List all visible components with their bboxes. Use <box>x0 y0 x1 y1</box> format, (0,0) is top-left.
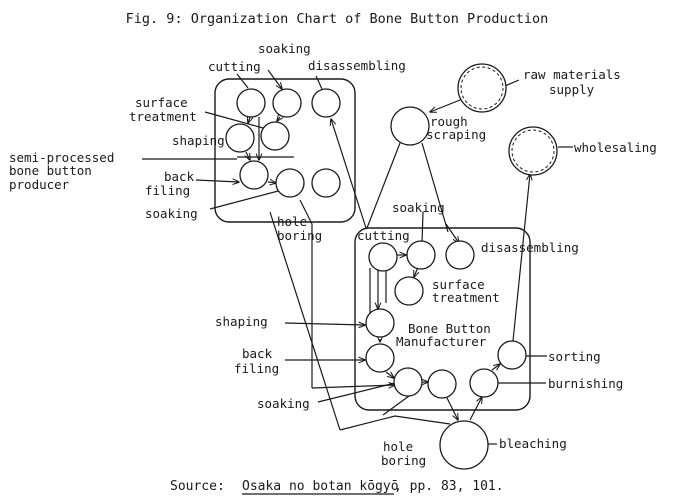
source-work: Osaka no botan kōgyō <box>242 479 399 494</box>
label-producer-boring: boring <box>277 228 322 243</box>
source-pages: , pp. 83, 101. <box>394 479 504 494</box>
node-producer-disassembling <box>311 88 341 118</box>
node-producer-back-filing <box>239 160 269 190</box>
label-raw-materials-2: supply <box>549 82 595 97</box>
label-mfr-shaping: shaping <box>215 314 268 329</box>
node-mfr-bleaching <box>439 420 489 470</box>
label-mfr-back: back <box>242 346 273 361</box>
label-producer-filing: filing <box>145 183 190 198</box>
node-producer-surface-treatment <box>260 121 290 151</box>
source-prefix: Source: <box>170 479 225 494</box>
node-mfr-back-filing <box>365 343 395 373</box>
connection-lines <box>142 69 573 445</box>
source-line: Source: Osaka no botan kōgyō , pp. 83, 1… <box>170 479 504 495</box>
outside-labels: raw materials supply rough scraping whol… <box>426 67 657 155</box>
node-producer-cutting <box>236 88 266 118</box>
label-mfr-name-1: Bone Button <box>408 321 491 336</box>
label-producer-cutting: cutting <box>208 59 261 74</box>
manufacturer-box <box>354 227 531 411</box>
manufacturer-nodes <box>365 240 527 470</box>
node-wholesaling <box>508 126 558 176</box>
label-scraping: scraping <box>426 127 486 142</box>
figure-title: Fig. 9: Organization Chart of Bone Butto… <box>126 11 549 27</box>
label-raw-materials-1: raw materials <box>523 67 621 82</box>
label-producer-shaping: shaping <box>172 133 225 148</box>
label-mfr-surface-2: treatment <box>432 290 500 305</box>
label-producer-name-2: bone button <box>9 163 92 178</box>
label-mfr-soaking-top: soaking <box>392 200 445 215</box>
node-raw-materials-dashed <box>460 66 504 110</box>
label-producer-surface-1: surface <box>135 95 188 110</box>
node-mfr-soaking-bottom <box>393 367 423 397</box>
node-mfr-burnishing <box>469 368 499 398</box>
label-mfr-sorting: sorting <box>548 349 601 364</box>
node-mfr-cutting <box>368 242 398 272</box>
node-producer-soaking-bottom <box>275 168 305 198</box>
producer-nodes <box>225 88 341 198</box>
node-raw-materials <box>457 63 507 113</box>
label-mfr-soaking-bottom: soaking <box>257 396 310 411</box>
label-producer-back: back <box>164 169 195 184</box>
producer-labels: semi-processed bone button producer cutt… <box>9 41 406 243</box>
label-producer-name-3: producer <box>9 177 70 192</box>
label-mfr-filing: filing <box>234 361 279 376</box>
label-mfr-cutting: cutting <box>357 228 410 243</box>
outside-nodes <box>390 63 558 176</box>
label-producer-disassembling: disassembling <box>308 58 406 73</box>
node-rough-scraping <box>390 106 430 146</box>
label-producer-name-1: semi-processed <box>9 150 114 165</box>
label-mfr-surface-1: surface <box>432 277 485 292</box>
producer-box <box>214 78 356 223</box>
label-producer-soaking-bottom: soaking <box>145 206 198 221</box>
label-mfr-name-2: Manufacturer <box>396 334 487 349</box>
node-mfr-sorting <box>497 340 527 370</box>
label-producer-soaking-top: soaking <box>258 41 311 56</box>
label-rough: rough <box>430 114 468 129</box>
label-mfr-burnishing: burnishing <box>548 376 623 391</box>
label-producer-surface-2: treatment <box>129 109 197 124</box>
node-producer-hole-boring <box>311 168 341 198</box>
manufacturer-labels: cutting soaking disassembling surface tr… <box>215 200 623 468</box>
node-mfr-shaping <box>365 308 395 338</box>
node-wholesaling-dashed <box>511 129 555 173</box>
label-mfr-disassembling: disassembling <box>481 240 579 255</box>
node-mfr-surface-treatment <box>394 276 424 306</box>
label-mfr-hole: hole <box>383 439 413 454</box>
node-mfr-hole-boring <box>427 369 457 399</box>
node-mfr-disassembling <box>445 240 475 270</box>
label-wholesaling: wholesaling <box>574 140 657 155</box>
node-mfr-soaking-top <box>406 240 436 270</box>
label-mfr-boring: boring <box>381 453 426 468</box>
label-mfr-bleaching: bleaching <box>499 436 567 451</box>
label-producer-hole: hole <box>277 214 307 229</box>
node-producer-shaping <box>225 123 255 153</box>
node-producer-soaking-top <box>272 88 302 118</box>
